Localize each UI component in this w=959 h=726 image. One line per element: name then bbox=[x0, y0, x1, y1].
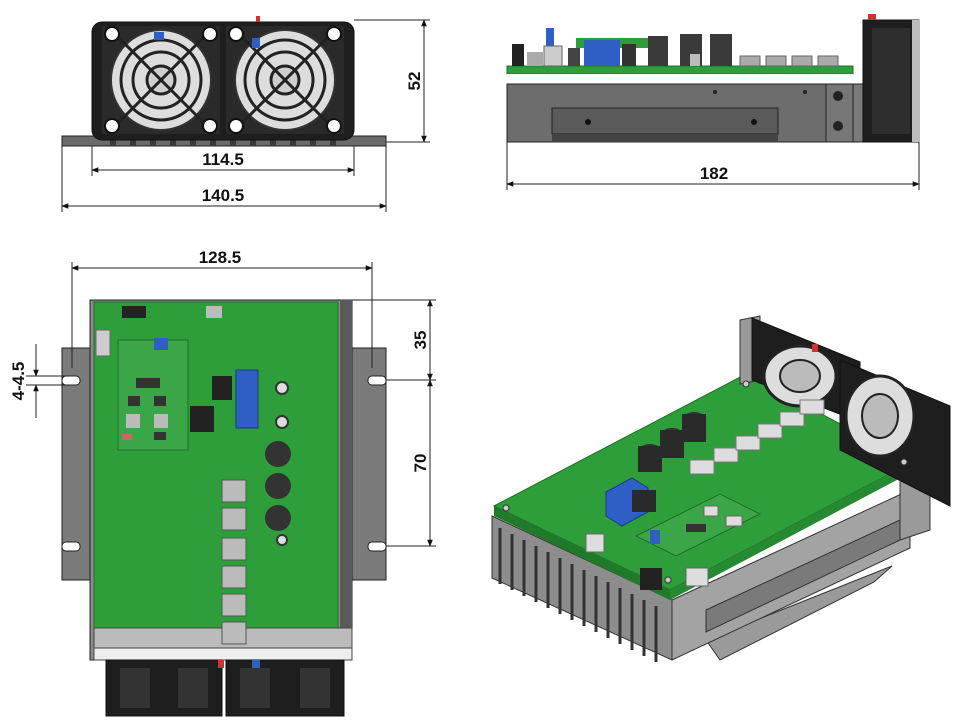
dim-top-spacing: 70 bbox=[411, 454, 430, 473]
top-components bbox=[95, 306, 291, 645]
dim-hole-size: 4-4.5 bbox=[9, 362, 28, 401]
side-fan bbox=[862, 14, 920, 143]
iso-heatsink-fins bbox=[498, 528, 658, 662]
side-components bbox=[512, 28, 839, 67]
dim-front-height: 52 bbox=[405, 72, 424, 91]
dim-side-length: 182 bbox=[700, 164, 728, 183]
dim-top-width: 128.5 bbox=[199, 248, 242, 267]
dim-top-offset: 35 bbox=[411, 331, 430, 350]
front-view: 52 114.5 140.5 bbox=[61, 16, 430, 212]
isometric-view bbox=[491, 315, 951, 662]
iso-fans bbox=[751, 317, 951, 507]
fan-left bbox=[102, 26, 220, 134]
fan-right bbox=[226, 26, 344, 134]
dim-front-inner-width: 114.5 bbox=[202, 150, 244, 169]
dim-front-outer-width: 140.5 bbox=[202, 186, 245, 205]
front-heatsink-fins bbox=[110, 136, 336, 146]
top-view-fans bbox=[105, 659, 345, 717]
iso-components bbox=[502, 380, 908, 590]
top-view: 128.5 35 70 4-4.5 bbox=[9, 248, 436, 717]
side-view: 182 bbox=[506, 14, 920, 190]
